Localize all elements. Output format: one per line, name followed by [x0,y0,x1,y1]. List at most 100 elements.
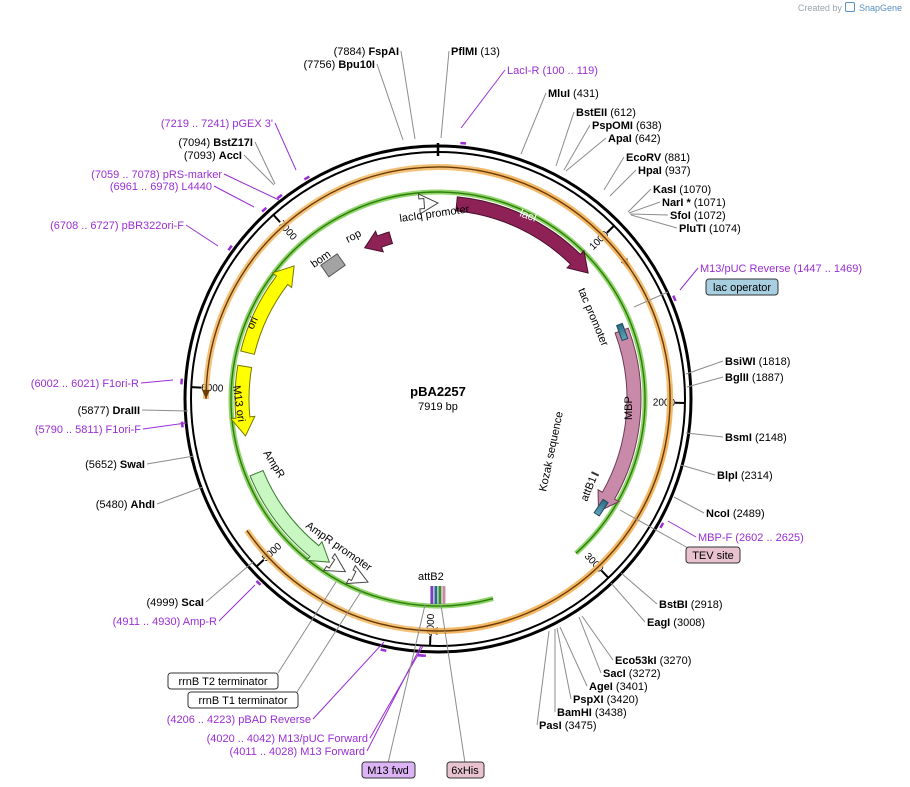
site-name: AgeI [589,681,613,693]
primer-label: (5790 .. 5811) F1ori-F [35,424,141,436]
site-leader [620,572,658,605]
feature-attb2-glyph [430,586,434,604]
bp-tick-label: 2000 [653,397,676,408]
site-position: (937) [662,165,691,177]
site-name: AccI [219,150,242,162]
site-leader [578,616,602,674]
feature-label-attb1: attB1 [579,475,600,503]
primer-leader [679,267,699,291]
primer-label: (7059 .. 7078) pRS-marker [91,169,222,181]
watermark-brand: SnapGene [858,3,902,13]
site-position: (1818) [756,356,791,368]
site-leader [536,630,550,726]
feature-rop [363,230,394,253]
restriction-site-label: KasI (1070) [653,184,711,196]
site-name: PflMI [451,46,477,58]
primer-label: (6708 .. 6727) pBR322ori-F [50,220,184,232]
primer-label: M13/pUC Reverse (1447 .. 1469) [700,263,862,275]
site-position: (431) [570,88,599,100]
site-leader [610,582,646,623]
restriction-site-label: BlpI (2314) [717,470,773,482]
site-leader [685,432,724,438]
bp-tick-label: 4000 [425,613,437,636]
site-leader [559,626,588,687]
feature-label-mbp: MBP [623,396,635,420]
site-position: (3475) [562,720,597,732]
site-leader [205,561,254,603]
site-name: DraIII [112,405,140,417]
boxed-label-lac-operator: lac operator [633,278,779,308]
restriction-site-label: BstEII (612) [576,107,636,119]
primer-site-mark [380,648,387,652]
feature-mbp [597,327,642,513]
primer-site-mark [659,522,665,529]
restriction-site-label: (5480) AhdI [96,499,155,511]
primer-labels: LacI-R (100 .. 119)M13/pUC Reverse (1447… [31,65,862,758]
feature-bom [320,253,346,278]
site-name: BstEII [576,107,607,119]
site-name: SacI [603,668,626,680]
site-position: (3420) [604,694,639,706]
feature-ampr-promoter-2 [322,552,347,573]
site-leader [680,464,716,476]
boxed-label-tev-site: TEV site [619,509,741,564]
primer-leader [312,641,385,720]
watermark: Created by SnapGene [798,2,902,13]
site-leader [629,213,669,216]
site-leader [673,496,705,514]
site-position: (2489) [730,508,765,520]
site-name: BstBI [659,599,688,611]
restriction-site-label: BstBI (2918) [659,599,723,611]
site-name: AhdI [131,499,155,511]
snapgene-logo-icon [845,2,856,12]
primer-leader [274,122,297,171]
restriction-site-label: EcoRV (881) [626,152,690,164]
primer-leader [185,224,219,247]
site-name: HpaI [638,165,662,177]
restriction-site-label: (7093) AccI [184,150,242,162]
restriction-site-label: HpaI (937) [638,165,691,177]
primer-leader [142,422,187,430]
site-leader [565,137,607,172]
feature-kozak-glyph [591,471,600,477]
svg-text:M13 fwd: M13 fwd [367,765,409,777]
site-leader [685,360,724,375]
site-position: (5877) [78,405,113,417]
site-leader [400,50,416,140]
site-position: (881) [661,152,690,164]
bp-tick [600,569,610,579]
boxed-label-rrnb-t1: rrnB T1 terminator [187,589,363,709]
restriction-site-label: EagI (3008) [647,617,705,629]
site-name: BlpI [717,470,738,482]
site-leader [520,92,547,155]
site-leader [254,141,276,185]
site-position: (1071) [691,197,726,209]
boxed-label-rrnb-t2: rrnB T2 terminator [167,581,337,690]
feature-laciq-promoter [417,193,440,215]
feature-label-laciq-promoter: lacIq promoter [399,203,471,225]
site-leader [630,214,678,229]
site-position: (7094) [178,137,213,149]
site-position: (7093) [184,150,219,162]
site-position: (1887) [749,372,784,384]
feature-ampr-promoter [345,564,369,585]
primer-leader [213,185,255,208]
site-leader [556,627,572,700]
primer-site-mark [460,141,467,145]
restriction-site-label: NcoI (2489) [706,508,765,520]
primer-label: (4206 .. 4223) pBAD Reverse [167,714,311,726]
feature-attb1-glyph [593,498,609,517]
restriction-site-label: (5877) DraIII [78,405,140,417]
svg-text:rrnB T1 terminator: rrnB T1 terminator [198,695,287,707]
feature-m13-ori [229,364,256,437]
bp-tick [606,225,615,234]
primer-label: (7219 .. 7241) pGEX 3' [161,118,273,130]
restriction-site-label: PasI (3475) [539,720,597,732]
orf-ampr-band [203,164,673,634]
site-name: NarI * [662,197,691,209]
restriction-site-label: PspOMI (638) [592,120,662,132]
feature-label-tac-promoter: tac promoter [575,286,610,348]
primer-site-mark [303,175,310,181]
orf-arcs [202,164,673,636]
